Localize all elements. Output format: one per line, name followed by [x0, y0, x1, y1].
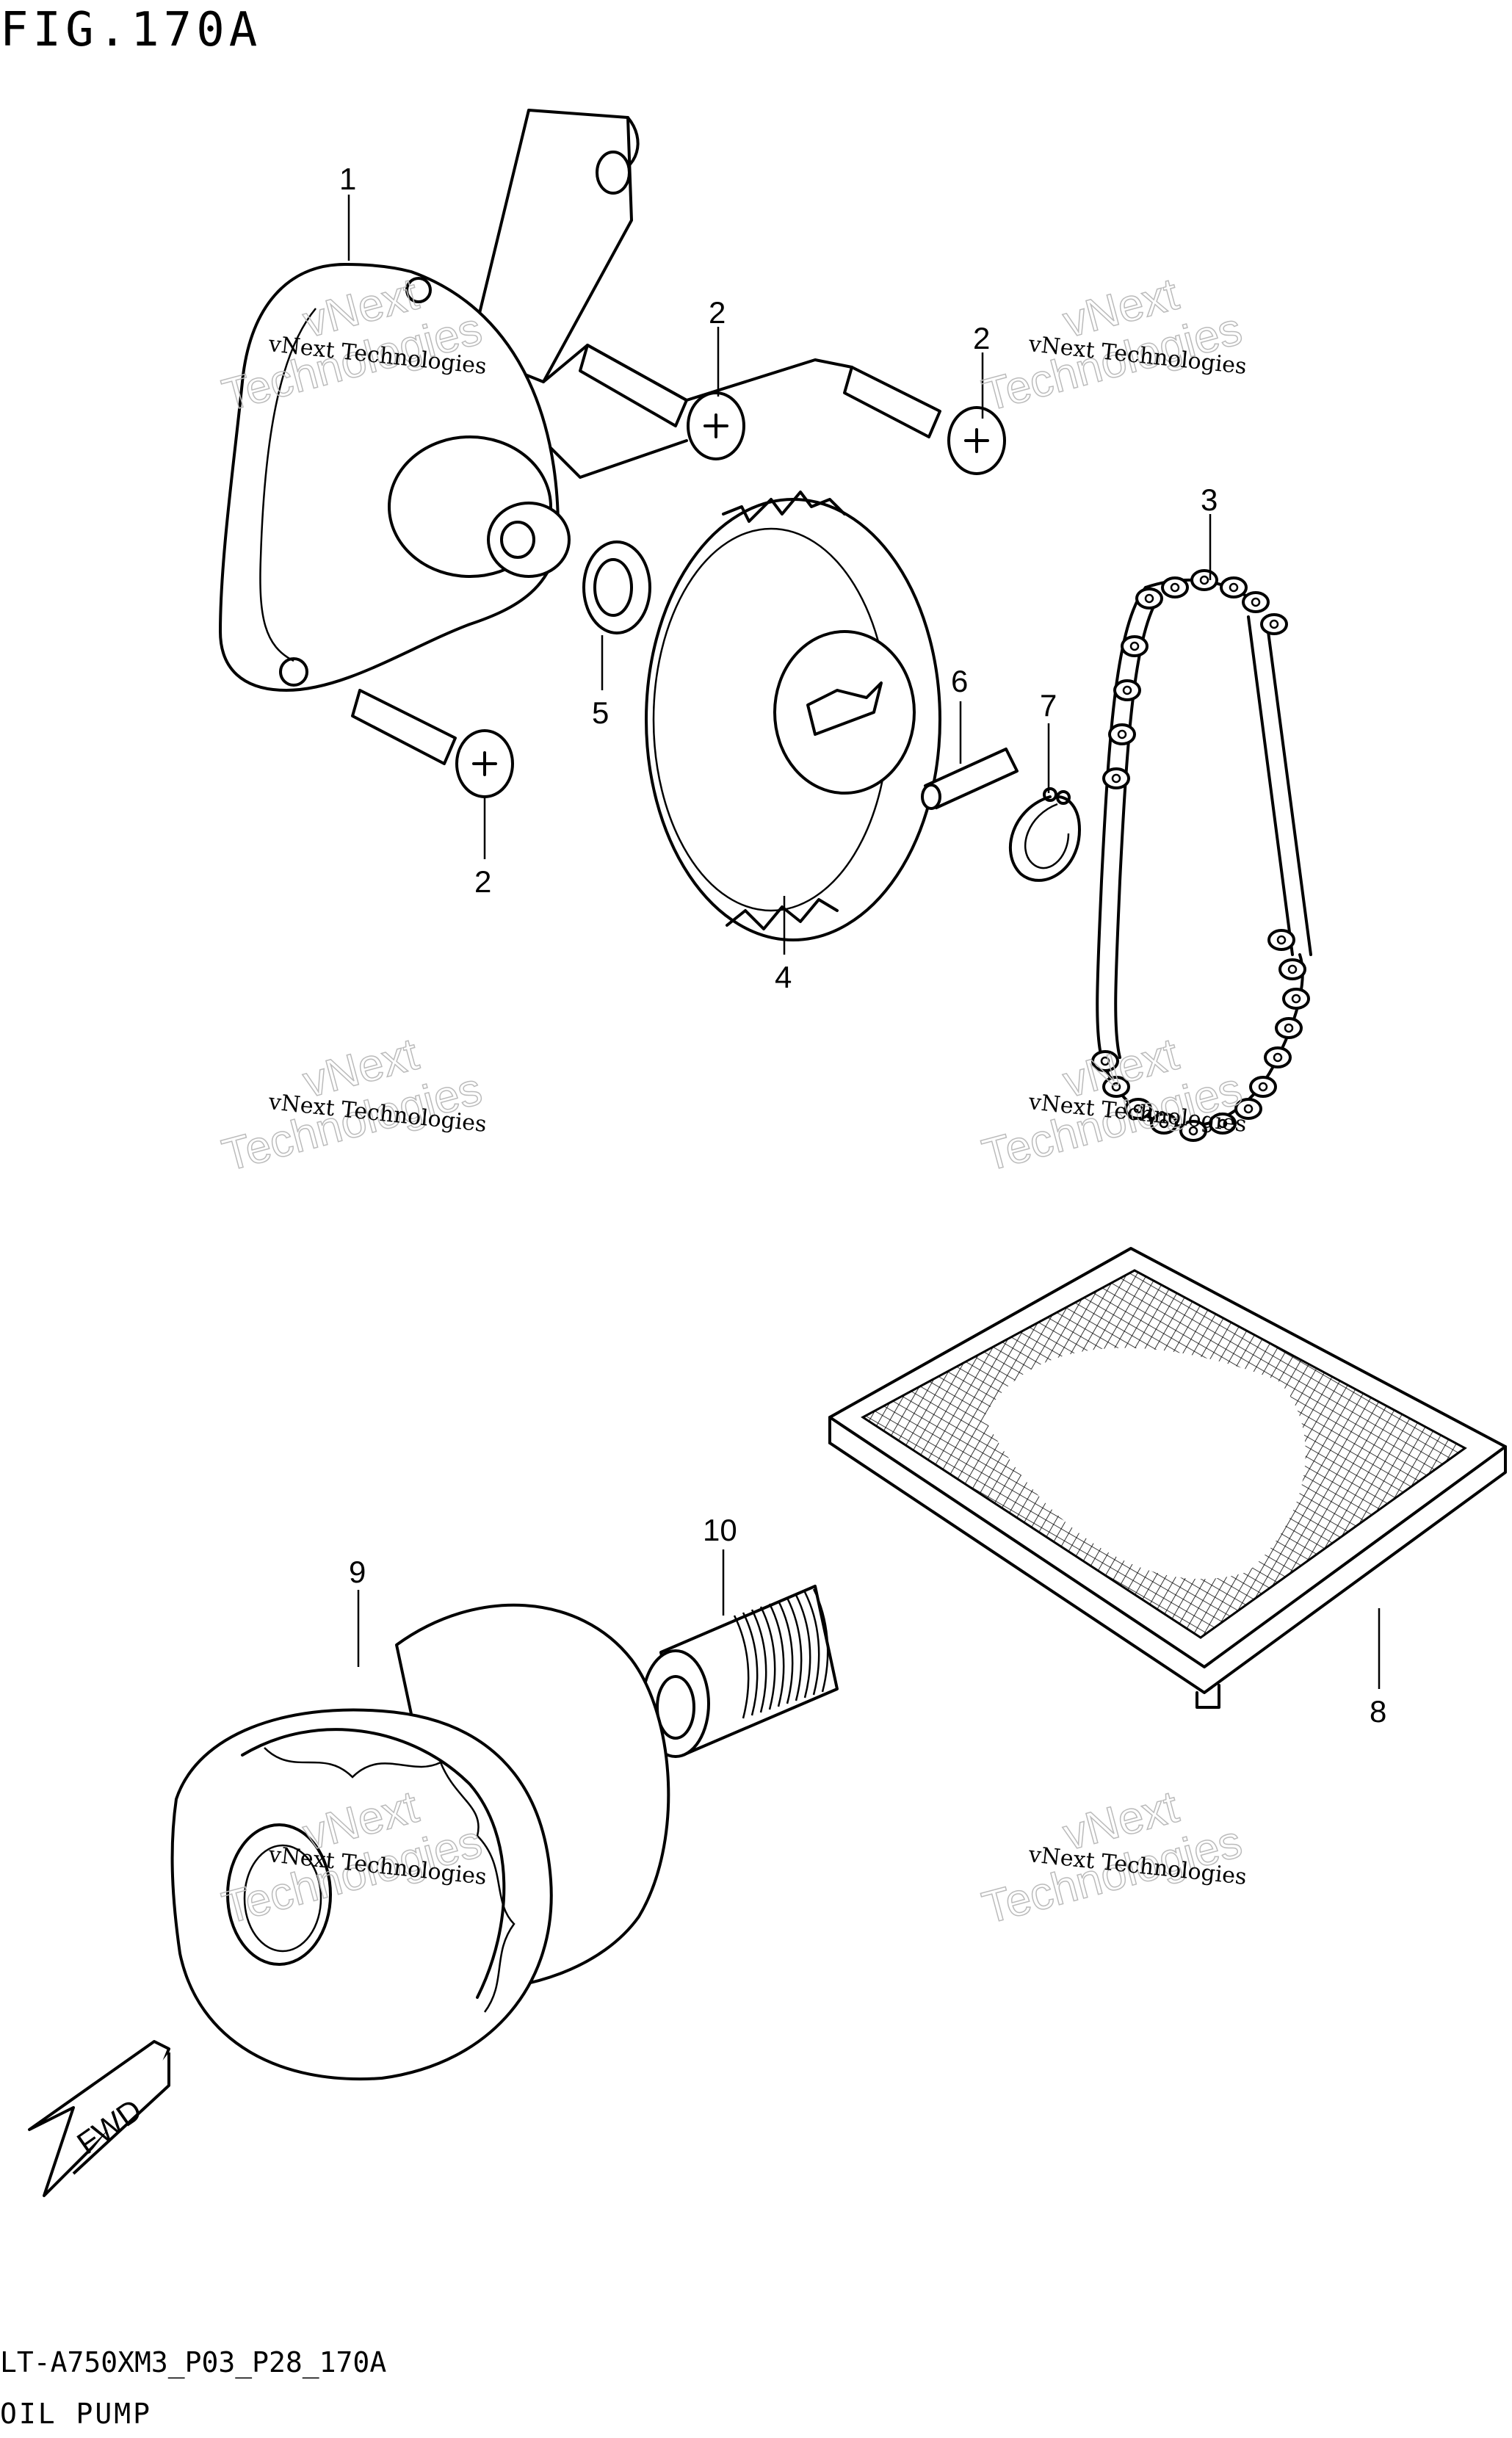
chain-link-pin	[1269, 619, 1279, 629]
callout-2b: 2	[973, 321, 990, 355]
chain-link-pin	[1273, 1052, 1283, 1063]
callout-9: 9	[349, 1555, 366, 1589]
callout-3: 3	[1201, 482, 1218, 517]
chain-link	[1275, 1017, 1303, 1039]
chain-link-pin	[1243, 1104, 1254, 1114]
thread-line	[759, 1606, 776, 1710]
chain-link-pin	[1251, 597, 1261, 607]
chain-link	[1264, 1046, 1292, 1068]
chain-link-pin	[1111, 1082, 1121, 1092]
chain-link-pin	[1117, 729, 1127, 739]
chain-link	[1102, 767, 1130, 789]
chain-link	[1267, 929, 1295, 951]
bolt-upper-2	[843, 366, 1006, 475]
chain-link-pin	[1229, 582, 1239, 593]
chain-link	[1091, 1050, 1119, 1072]
thread-line	[742, 1612, 759, 1716]
chain-link	[1282, 988, 1310, 1010]
chain-link	[1113, 679, 1141, 701]
chain-link-pin	[1199, 575, 1209, 585]
chain-link-pin	[1122, 685, 1132, 695]
watermark-3: Technologies vNext vNext Technologies	[217, 1028, 488, 1182]
chain-link	[1234, 1098, 1262, 1120]
chain-link-pin	[1276, 935, 1287, 945]
chain-link	[1102, 1076, 1130, 1098]
washer	[582, 540, 651, 634]
oil-pump-body	[219, 109, 640, 692]
callout-10: 10	[703, 1513, 737, 1547]
chain-link-pin	[1291, 994, 1301, 1004]
oil-filter	[170, 1603, 670, 2080]
figure-title: FIG.170A	[0, 3, 262, 57]
chain-link-pin	[1100, 1056, 1110, 1066]
chain-link	[1124, 1098, 1152, 1120]
thread-line	[750, 1609, 767, 1713]
chain-link-pin	[1159, 1118, 1169, 1129]
chain-link	[1150, 1113, 1178, 1135]
chain-link-pin	[1133, 1104, 1143, 1114]
pin	[921, 748, 1019, 810]
chain-link-pin	[1129, 641, 1140, 651]
thread-line	[812, 1588, 829, 1693]
chain-link	[1220, 576, 1248, 598]
chain-link-pin	[1111, 773, 1121, 784]
chain-link	[1260, 613, 1288, 635]
bolt-leader-lines-2	[549, 439, 688, 479]
chain-link	[1278, 958, 1306, 980]
watermark-6: Technologies vNext vNext Technologies	[977, 1781, 1248, 1934]
watermark-4: Technologies vNext vNext Technologies	[977, 1028, 1248, 1182]
callout-4: 4	[775, 960, 792, 994]
callout-2c: 2	[474, 864, 491, 899]
chain-link-pin	[1258, 1082, 1268, 1092]
callout-7: 7	[1040, 688, 1057, 723]
callout-5: 5	[592, 695, 609, 730]
thread-line	[795, 1594, 811, 1699]
callout-2a: 2	[709, 295, 726, 330]
union-bolt	[641, 1585, 839, 1758]
chain-link	[1121, 635, 1149, 657]
chain-link-pin	[1218, 1118, 1228, 1129]
callout-leaders	[347, 195, 1381, 1689]
chain-link	[1135, 587, 1163, 610]
thread-line	[777, 1600, 794, 1704]
chain-link	[1161, 576, 1189, 598]
drive-chain	[1091, 569, 1312, 1142]
chain-link-pin	[1287, 964, 1298, 974]
circlip	[1008, 787, 1081, 882]
driven-sprocket	[645, 491, 941, 941]
thread-line	[786, 1597, 803, 1701]
chain-link-pin	[1284, 1023, 1294, 1033]
thread-line	[768, 1603, 785, 1707]
chain-link	[1209, 1113, 1237, 1135]
chain-link-pin	[1188, 1126, 1198, 1136]
watermark-2: Technologies vNext vNext Technologies	[977, 268, 1248, 422]
chain-link	[1108, 723, 1136, 745]
thread-line	[733, 1615, 750, 1719]
chain-link	[1190, 569, 1218, 591]
callout-1: 1	[339, 162, 356, 196]
thread-line	[803, 1591, 820, 1696]
chain-link-pin	[1144, 593, 1154, 604]
bolt-leader-lines	[542, 344, 853, 402]
oil-strainer	[828, 1247, 1507, 1709]
chain-link-pin	[1170, 582, 1180, 593]
callout-6: 6	[951, 664, 968, 698]
chain-link	[1242, 591, 1270, 613]
chain-link	[1249, 1076, 1277, 1098]
callout-8: 8	[1370, 1694, 1386, 1729]
diagram-name: OIL PUMP	[0, 2398, 153, 2430]
fwd-arrow-icon: FWD	[28, 2040, 170, 2197]
chain-link	[1179, 1120, 1207, 1142]
bolt-lower	[351, 689, 514, 798]
diagram-code: LT-A750XM3_P03_P28_170A	[0, 2346, 387, 2379]
bolt-upper-1	[579, 344, 745, 460]
